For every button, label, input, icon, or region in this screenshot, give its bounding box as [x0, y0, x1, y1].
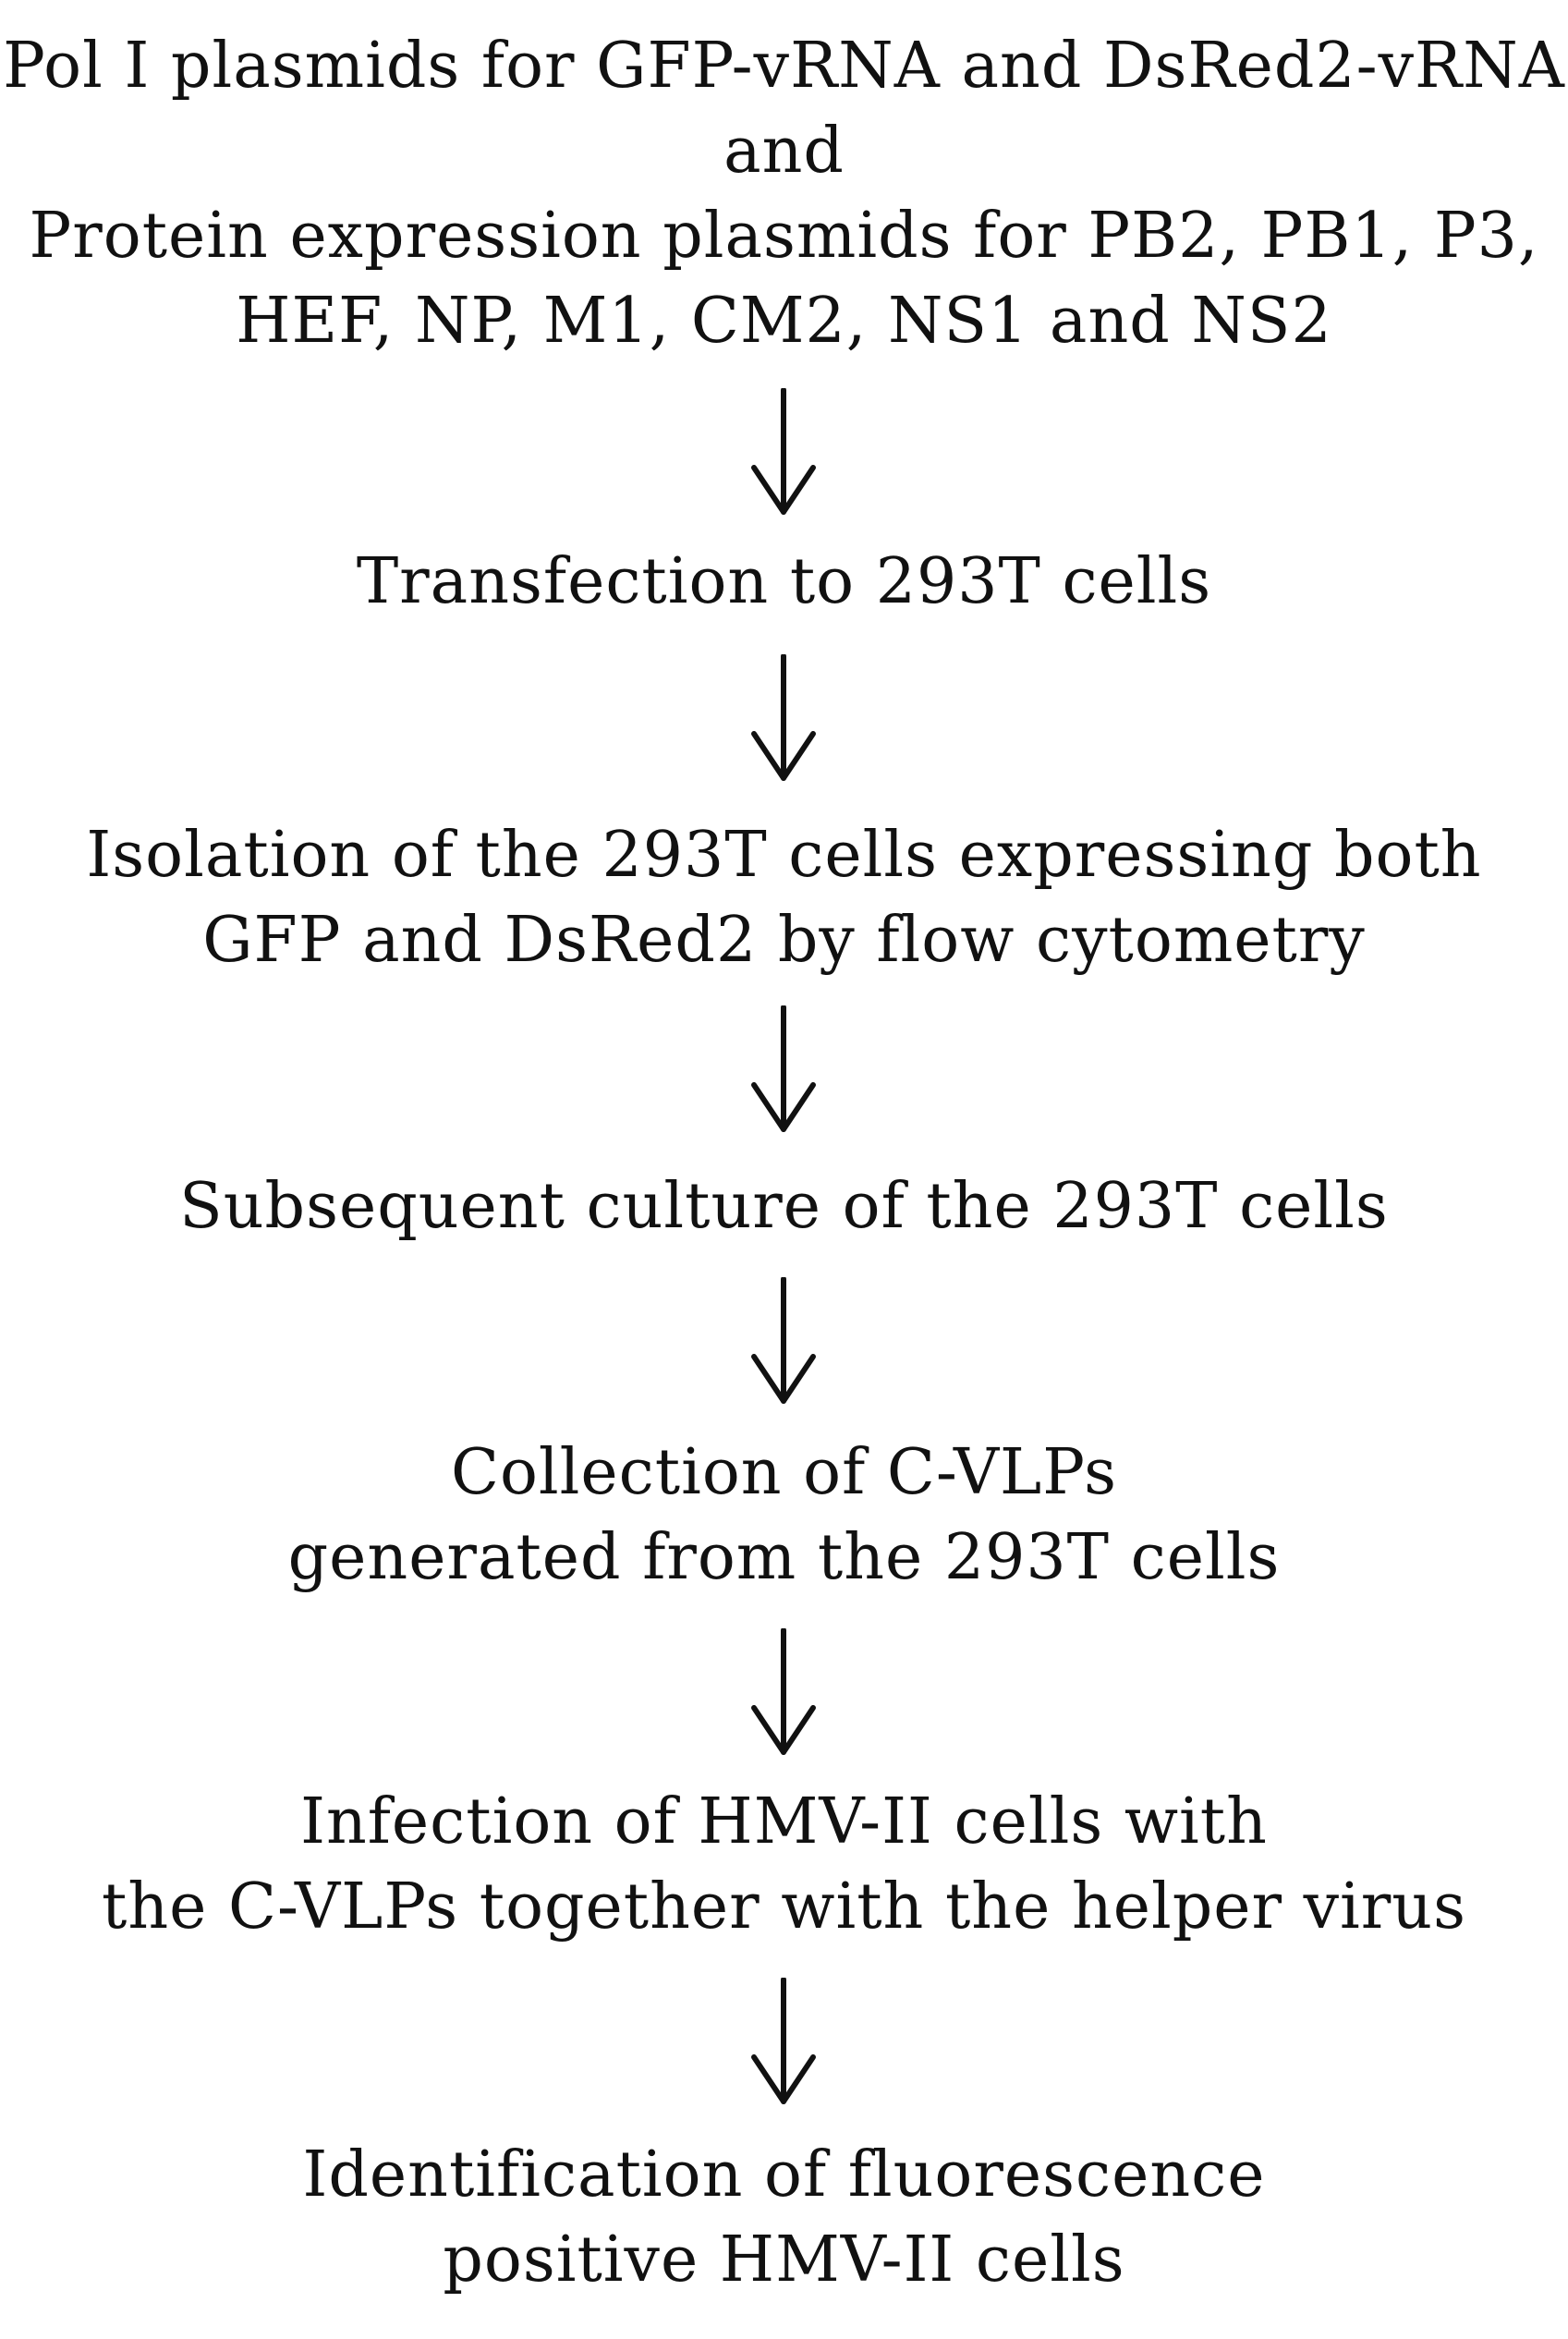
step-text-line: the C-VLPs together with the helper viru…	[102, 1870, 1466, 1943]
step-text-line: Collection of C-VLPs	[450, 1436, 1118, 1509]
down-arrow-icon	[737, 388, 830, 518]
step-text-line: Protein expression plasmids for PB2, PB1…	[29, 200, 1539, 273]
step-text-line: and	[723, 115, 845, 188]
step-isolation: Isolation of the 293T cells expressing b…	[0, 813, 1568, 983]
step-text-line: Identification of fluorescence	[302, 2138, 1266, 2211]
step-text-line: Subsequent culture of the 293T cells	[179, 1170, 1389, 1243]
step-identification: Identification of fluorescence positive …	[0, 2133, 1568, 2303]
down-arrow-icon	[737, 1005, 830, 1135]
step-text-line: Transfection to 293T cells	[356, 545, 1212, 618]
step-text-line: positive HMV-II cells	[443, 2223, 1125, 2296]
down-arrow-icon	[737, 1277, 830, 1407]
down-arrow-icon	[737, 1978, 830, 2107]
step-plasmids: Pol I plasmids for GFP-vRNA and DsRed2-v…	[0, 24, 1568, 364]
down-arrow-icon	[737, 1628, 830, 1758]
step-text-line: Isolation of the 293T cells expressing b…	[86, 819, 1482, 892]
step-text-line: GFP and DsRed2 by flow cytometry	[202, 904, 1366, 977]
step-text-line: generated from the 293T cells	[287, 1521, 1281, 1594]
step-text-line: Pol I plasmids for GFP-vRNA and DsRed2-v…	[3, 30, 1565, 103]
step-infection: Infection of HMV-II cells with the C-VLP…	[0, 1780, 1568, 1950]
step-text-line: Infection of HMV-II cells with	[300, 1785, 1268, 1858]
step-culture: Subsequent culture of the 293T cells	[0, 1164, 1568, 1249]
step-collection: Collection of C-VLPs generated from the …	[0, 1431, 1568, 1601]
down-arrow-icon	[737, 654, 830, 784]
step-transfection: Transfection to 293T cells	[0, 540, 1568, 625]
step-text-line: HEF, NP, M1, CM2, NS1 and NS2	[236, 285, 1332, 358]
